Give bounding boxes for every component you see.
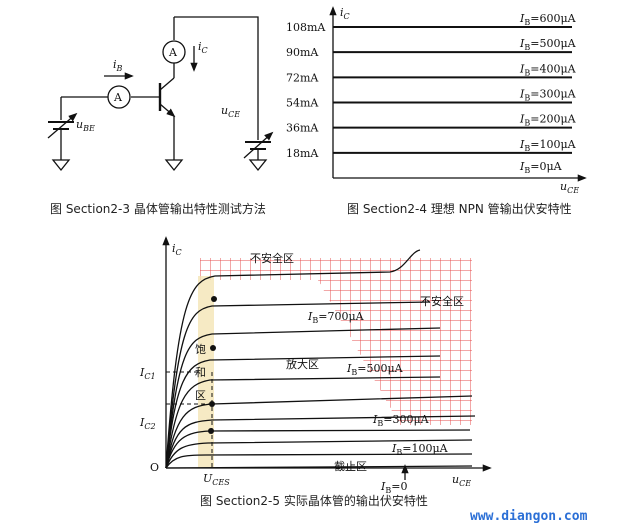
watermark: www.diangon.com <box>470 509 588 524</box>
fig5-x-axis-label: uCE <box>452 473 471 488</box>
fig4-tick-label: 18mA <box>286 147 319 160</box>
uce-label: uCE <box>221 104 240 119</box>
fig4-tick-label: 72mA <box>286 71 319 84</box>
ib-curve-2 <box>165 301 431 469</box>
ideal-characteristics-chart: iC uCE 108mA 90mA 72mA 54mA 36mA 18mA IB=600μA… <box>286 6 587 195</box>
test-circuit: A iC A iB uBE uCE <box>47 16 274 172</box>
ic1-label: IC1 <box>139 366 156 381</box>
saturation-label-2: 和 <box>195 366 206 379</box>
ib-curve-top <box>165 249 421 469</box>
transistor-emitter <box>159 103 176 118</box>
fig4-ib-label: IB=400μA <box>519 62 577 77</box>
ib-300-label: IB=300μA <box>372 413 430 428</box>
ib-curve-5 <box>165 376 441 469</box>
cutoff-region-label: 截止区 <box>334 459 367 473</box>
ib-700-label: IB=700μA <box>307 310 365 325</box>
ib-curve-9 <box>165 439 473 469</box>
ib-curve-4 <box>165 355 441 469</box>
emitter-ground-icon <box>164 159 184 172</box>
saturation-label-3: 区 <box>195 389 206 402</box>
fig4-tick-label: 108mA <box>286 21 326 34</box>
fig4-tick-label: 54mA <box>286 97 319 110</box>
fig3-caption: 图 Section2-3 晶体管输出特性测试方法 <box>50 201 266 216</box>
fig4-ib-label: IB=300μA <box>519 88 577 103</box>
active-region-label: 放大区 <box>286 357 319 371</box>
transistor-collector <box>159 77 175 91</box>
unsafe-region-right-label: 不安全区 <box>420 294 464 308</box>
fig4-tick-label: 36mA <box>286 122 319 135</box>
sat-point <box>208 428 214 434</box>
fig5-y-axis-label: iC <box>172 242 182 257</box>
fig4-caption: 图 Section2-4 理想 NPN 管输出伏安特性 <box>347 201 572 216</box>
ube-label: uBE <box>76 118 95 133</box>
right-variable-arrow <box>243 131 274 159</box>
ib-curve-7 <box>165 415 476 469</box>
fig4-ib-label: IB=200μA <box>519 113 577 128</box>
origin-label: O <box>150 461 159 474</box>
ic2-label: IC2 <box>139 416 156 431</box>
uces-label: UCES <box>203 472 230 487</box>
fig4-ib-label: IB=500μA <box>519 37 577 52</box>
fig4-x-axis-label: uCE <box>560 180 579 195</box>
fig4-ib-label: IB=100μA <box>519 138 577 153</box>
fig4-ib-label: IB=600μA <box>519 12 577 27</box>
saturation-label-1: 饱 <box>195 342 206 356</box>
right-ground-icon <box>248 159 268 172</box>
sat-point <box>210 345 216 351</box>
ic-label: iC <box>198 40 208 55</box>
unsafe-region-top-label: 不安全区 <box>250 251 294 265</box>
ib-zero-label: IB=0 <box>380 480 407 495</box>
ib-curve-3 <box>165 327 441 469</box>
fig4-ib-label: IB=0μA <box>519 160 563 175</box>
left-ground-icon <box>51 159 71 172</box>
base-ammeter-label: A <box>113 91 123 104</box>
ib-100-label: IB=100μA <box>391 442 449 457</box>
ib-label: iB <box>113 58 123 73</box>
fig5-caption: 图 Section2-5 实际晶体管的输出伏安特性 <box>200 493 428 508</box>
collector-ammeter-label: A <box>168 46 178 59</box>
ib-500-label: IB=500μA <box>346 362 404 377</box>
real-characteristics-chart: iC uCE O IC1 IC2 UCES 不安全区 不安全区 放大区 截止区 … <box>139 236 492 495</box>
fig4-tick-label: 90mA <box>286 46 319 59</box>
unsafe-region-grid <box>200 258 472 425</box>
ib-curve-10 <box>165 453 473 469</box>
left-variable-arrow <box>47 112 78 139</box>
ib-curve-zero <box>165 465 473 469</box>
sat-point <box>211 296 217 302</box>
collector-supply-wire <box>174 16 259 140</box>
fig4-y-axis-label: iC <box>340 6 350 21</box>
